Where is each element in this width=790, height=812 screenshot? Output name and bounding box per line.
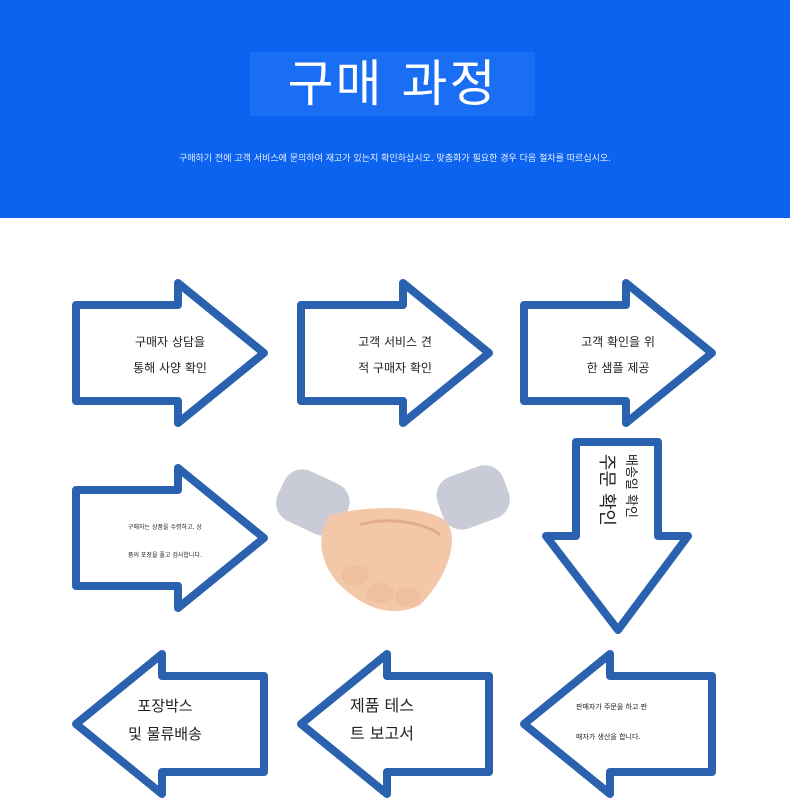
- step-5-line1: 판매자가 주문을 하고 판: [576, 703, 648, 711]
- step-6-line2: 트 보고서: [350, 724, 414, 743]
- arrow-down-icon: [542, 438, 692, 634]
- step-arrow-4: 배송일 확인 주문 확인: [540, 436, 695, 636]
- page-subtitle: 구매하기 전에 고객 서비스에 문의하여 재고가 있는지 확인하십시오. 맞춤화…: [178, 154, 612, 164]
- step-4-line1: 주문 확인: [596, 454, 617, 526]
- step-6-line1: 제품 테스: [350, 696, 414, 715]
- header-banner: 구매 과정 구매하기 전에 고객 서비스에 문의하여 재고가 있는지 확인하십시…: [0, 0, 790, 218]
- step-1-line1: 구매자 상담을: [134, 335, 206, 349]
- page-title: 구매 과정: [250, 52, 535, 116]
- handshake-icon: [276, 465, 510, 612]
- step-5-line2: 매자가 생산을 합니다.: [576, 733, 641, 741]
- arrow-right-icon: [297, 279, 493, 427]
- step-7-line1: 포장박스: [137, 697, 193, 715]
- arrow-right-icon: [72, 464, 268, 612]
- step-3-line2: 한 샘플 제공: [586, 361, 650, 375]
- arrow-left-icon: [520, 650, 716, 798]
- step-7-line2: 및 물류배송: [128, 725, 202, 743]
- step-2-line2: 적 구매자 확인: [358, 361, 432, 375]
- step-3-line1: 고객 확인을 위: [581, 335, 655, 349]
- arrow-left-icon: [297, 650, 493, 798]
- handshake-image: [270, 455, 520, 625]
- arrow-left-icon: [72, 650, 268, 798]
- step-8-line1: 구매자는 상품을 수령하고, 상: [128, 524, 202, 531]
- step-8-line2: 품의 포장을 풀고 검사합니다.: [128, 552, 202, 559]
- arrow-right-icon: [520, 279, 716, 427]
- step-1-line2: 통해 사양 확인: [133, 361, 207, 375]
- step-4-line2: 배송일 확인: [623, 454, 638, 518]
- arrow-right-icon: [72, 279, 268, 427]
- step-2-line1: 고객 서비스 견: [358, 335, 432, 349]
